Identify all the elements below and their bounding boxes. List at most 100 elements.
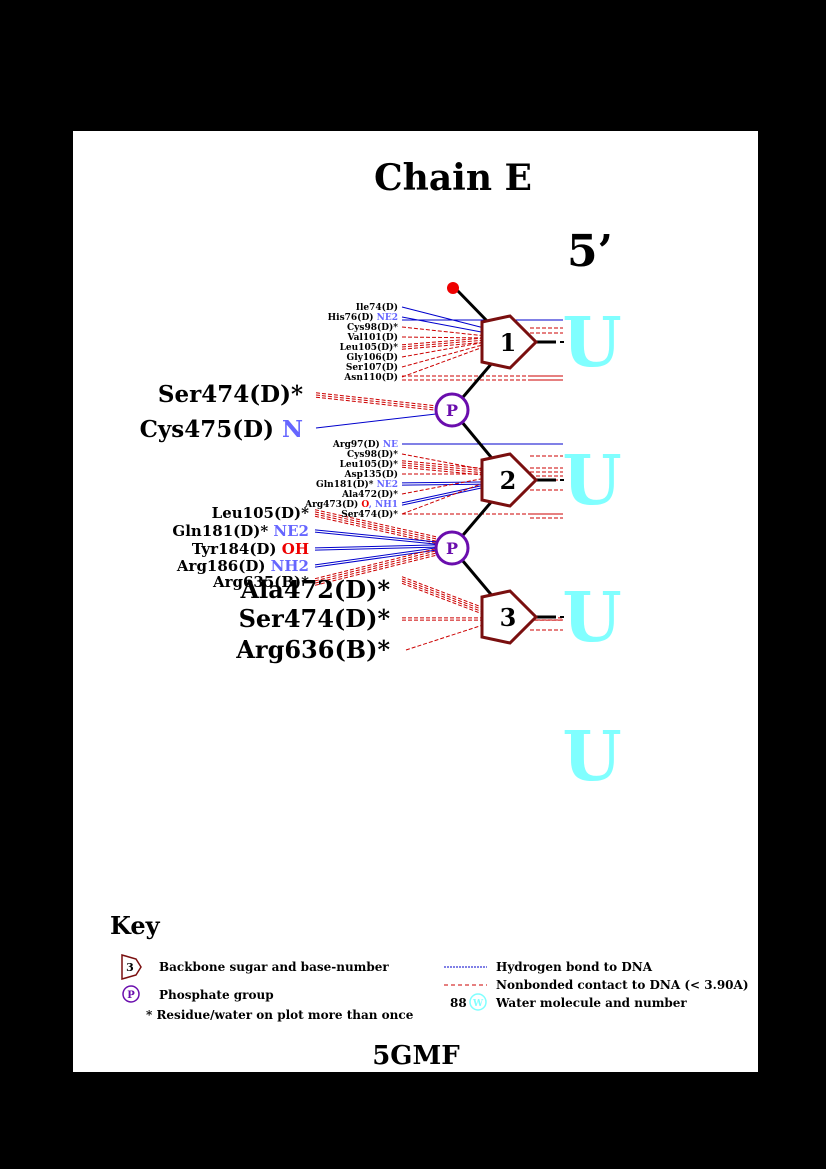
residue-name: Leu105(D)* — [340, 342, 399, 353]
residue-name: Ser474(D)* — [341, 509, 398, 520]
atom-name: OH — [277, 540, 309, 558]
key-heading: Key — [110, 911, 161, 940]
sugar-key-desc: Backbone sugar and base-number — [159, 960, 389, 974]
base-letter: U — [562, 441, 621, 521]
residue-name: Ile74(D) — [356, 302, 398, 313]
residue-label: Gly106(D) — [347, 352, 398, 363]
nonbonded-contact-line — [314, 513, 437, 542]
residue-name: Val101(D) — [346, 332, 398, 343]
water-key-icon — [469, 993, 487, 1011]
backbone-bond — [453, 286, 492, 326]
sugar-number: 1 — [500, 328, 517, 357]
residue-label: Arg635(B)* — [212, 573, 309, 591]
nonbonded-contact-line — [401, 326, 487, 337]
residue-name: Gln181(D)* — [316, 479, 374, 490]
residue-label: Cys98(D)* — [347, 449, 398, 460]
residue-label: Ile74(D) — [356, 302, 398, 313]
residue-name: Leu105(D)* — [212, 504, 310, 522]
sugar-number: 3 — [500, 603, 517, 632]
sugar-key-number: 3 — [126, 961, 134, 974]
nonbonded-contact-line — [401, 337, 487, 346]
phosphate-letter: P — [446, 539, 458, 558]
nonbonded-contact-line — [401, 582, 487, 616]
residue-name: Ser107(D) — [346, 362, 398, 373]
hydrogen-bond-line — [314, 544, 437, 549]
nonbonded-contact-line — [315, 394, 437, 409]
residue-label: Arg473(D) O, NH1 — [304, 499, 398, 510]
diagram-panel — [73, 131, 758, 1072]
residue-name: Asp135(D) — [344, 469, 398, 480]
residue-label: Ser474(D)* — [239, 604, 391, 633]
atom-name: N — [274, 416, 303, 443]
nonbond-key-desc: Nonbonded contact to DNA (< 3.90A) — [496, 978, 749, 992]
residue-label: His76(D) NE2 — [328, 312, 398, 323]
residue-name: Tyr184(D) — [192, 540, 277, 558]
phosphate-key-letter: P — [127, 990, 135, 1001]
atom-name: O — [358, 500, 369, 510]
base-letter: U — [562, 578, 621, 658]
residue-name: Cys475(D) — [140, 416, 274, 443]
residue-label: Ala472(D)* — [341, 489, 398, 500]
hydrogen-bond-line — [401, 306, 493, 331]
nonbonded-contact-line — [314, 552, 437, 584]
atom-name: , NH1 — [369, 500, 398, 510]
residue-label: Arg636(B)* — [235, 635, 390, 664]
residue-name: Arg635(B)* — [212, 573, 309, 591]
residue-label: Val101(D) — [346, 332, 398, 343]
nonbonded-contact-line — [401, 464, 487, 474]
nonbonded-contact-line — [314, 511, 437, 540]
nonbonded-contact-line — [401, 578, 487, 612]
hydrogen-bond-line — [315, 413, 437, 429]
hydrogen-bond-line — [314, 547, 437, 566]
contact-lines — [314, 306, 563, 651]
residue-label: Leu105(D)* — [340, 342, 399, 353]
residue-name: Gly106(D) — [347, 352, 398, 363]
residue-name: His76(D) — [328, 312, 374, 323]
atom-name: NE — [380, 440, 398, 450]
residue-name: Arg97(D) — [332, 439, 380, 450]
sugar-pentagon — [480, 589, 539, 645]
residue-label: Leu105(D)* — [212, 504, 310, 522]
hydrogen-bond-line — [401, 483, 491, 504]
strand-end-dot — [447, 282, 459, 294]
sugar-pentagon — [480, 452, 539, 508]
water-key-number: 88 — [450, 996, 467, 1010]
nonbonded-contact-line — [401, 341, 487, 350]
residue-label: Leu105(D)* — [340, 459, 399, 470]
residue-label: Cys475(D) N — [140, 416, 303, 443]
nonbonded-contact-line — [401, 345, 487, 378]
residue-label: Ala472(D)* — [240, 575, 391, 604]
phosphate-key-desc: Phosphate group — [159, 988, 274, 1002]
strand-end-label: 5’ — [567, 226, 613, 277]
residue-label: Asp135(D) — [344, 469, 398, 480]
residue-name: Ser474(D)* — [158, 381, 303, 408]
residue-label: Asn110(D) — [343, 372, 398, 383]
nonbonded-contact-line — [401, 466, 487, 476]
base-letter: U — [562, 303, 621, 383]
key-section: Key 3 Backbone sugar and base-number P P… — [110, 911, 749, 1022]
residue-name: Gln181(D)* — [172, 522, 268, 540]
residue-label: Ser474(D)* — [158, 381, 303, 408]
phosphate-circle — [434, 530, 470, 566]
nonbonded-contact-line — [314, 550, 437, 582]
nonbonded-contact-line — [401, 339, 487, 348]
nonbonded-contact-line — [401, 477, 487, 495]
hydrogen-bond-line — [401, 483, 491, 486]
water-key-desc: Water molecule and number — [495, 996, 687, 1010]
sugar-pentagon — [480, 314, 539, 370]
nonbonded-contact-line — [314, 509, 437, 538]
residue-name: Ala472(D)* — [240, 575, 391, 604]
hbond-key-desc: Hydrogen bond to DNA — [496, 960, 653, 974]
base-letter: U — [562, 717, 621, 797]
residue-label: Ser107(D) — [346, 362, 398, 373]
residue-label: Tyr184(D) OH — [192, 540, 309, 558]
phosphate-circle — [434, 392, 470, 428]
sugar-key-icon — [121, 954, 142, 980]
residue-label: Arg186(D) NH2 — [176, 557, 309, 575]
hydrogen-bond-line — [314, 531, 437, 545]
residue-name: Ala472(D)* — [341, 489, 398, 500]
hydrogen-bond-line — [401, 485, 491, 506]
nonbonded-contact-line — [314, 548, 437, 580]
residue-name: Asn110(D) — [343, 372, 398, 383]
